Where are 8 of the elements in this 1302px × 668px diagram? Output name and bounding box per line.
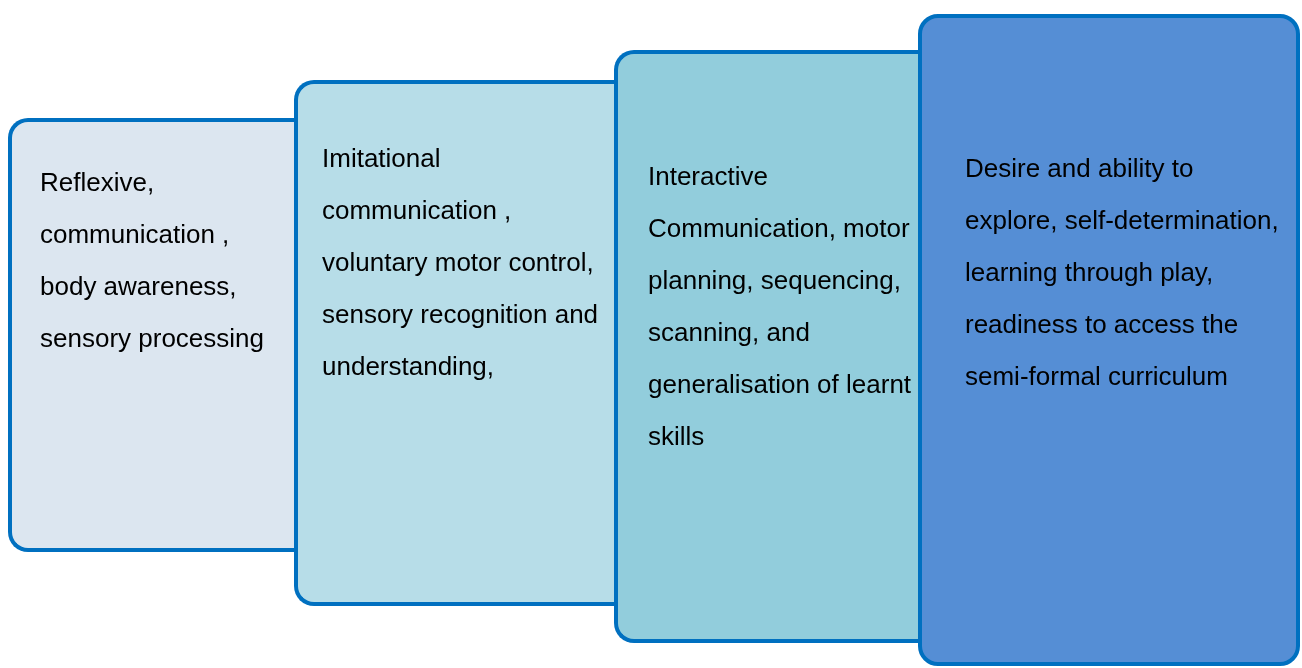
stage-box (8, 118, 294, 552)
stage-box (294, 80, 614, 606)
stage-box (918, 14, 1300, 666)
stage-text: Imitational communication , voluntary motor control, sensory recognition and understanding, (322, 142, 600, 383)
stage-text: Interactive Communication, motor planning, sequencing, scanning, and generalisation of learnt skills (648, 160, 913, 453)
stage-box (614, 50, 918, 643)
stage-text: Desire and ability to explore, self-determination, learning through play, readiness to access the semi-formal curriculum (965, 152, 1280, 393)
stage-text: Reflexive, communication , body awareness, sensory processing (40, 166, 265, 355)
